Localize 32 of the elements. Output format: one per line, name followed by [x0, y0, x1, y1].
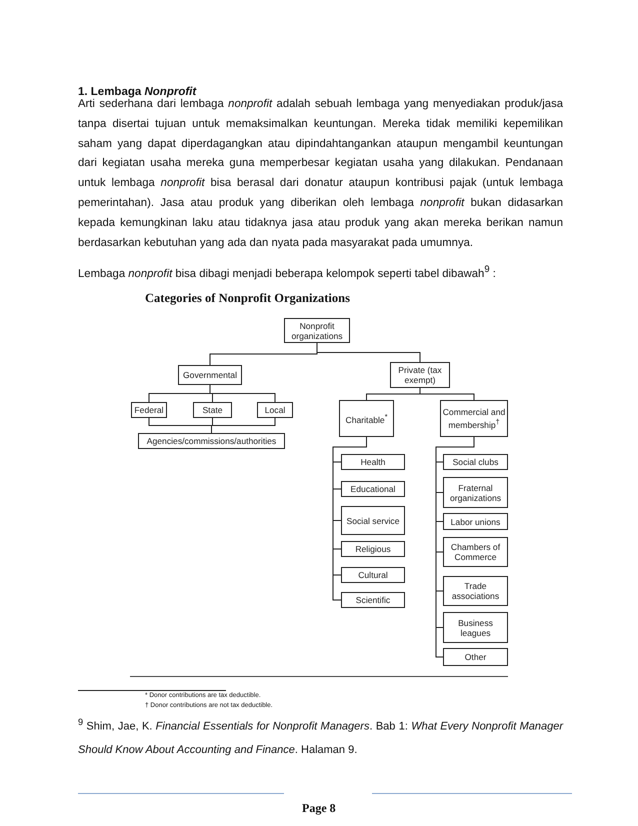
paragraph: Arti sederhana dari lembaga nonprofit adalah sebuah lembaga yang menyediakan produk/jasa tanpa disertai tujuan untuk memaksimalkan keuntungan. Mereka tidak memiliki kepemilikan saham yang dapat diperdagangkan atau dipindahtangankan ataupun mengambil keuntungan dari kegiatan usaha mereka guna memperbesar kegiatan usaha yang dilakukan. Pendanaan untuk lembaga nonprofit bisa berasal dari donatur ataupun kontribusi pajak (untuk lembaga pemerintahan). Jasa atau produk yang diberikan oleh lembaga nonprofit bukan didasarkan kepada kemungkinan laku atau tidaknya jasa atau produk yang akan mereka berikan namun berdasarkan kebutuhan yang ada dan nyata pada masyarakat pada umumnya.	[78, 98, 563, 251]
org-box: Business leagues	[443, 612, 508, 643]
org-box: Cultural	[341, 567, 405, 583]
org-box: Governmental	[178, 365, 242, 385]
org-box: Scientific	[341, 592, 405, 608]
org-box: Federal	[131, 402, 167, 418]
org-box: Nonprofit organizations	[284, 318, 350, 343]
paragraph: Lembaga nonprofit bisa dibagi menjadi beberapa kelompok seperti tabel dibawah$^{9}$ :	[78, 262, 497, 282]
org-box: Trade associations	[443, 576, 508, 606]
org-box: Social service	[341, 506, 405, 535]
chart-title: Categories of Nonprofit Organizations	[145, 291, 350, 306]
org-box: Chambers of Commerce	[443, 537, 508, 567]
connector-line	[332, 436, 367, 600]
footnote: $^{9}$ Shim, Jae, K. Financial Essentials for Nonprofit Managers. Bab 1: What Every Nonprofit Manager Should Know About Accounting and Finance. Halaman 9.	[78, 716, 563, 758]
org-box: Religious	[341, 541, 405, 557]
org-box: State	[193, 402, 232, 418]
org-box: Educational	[341, 481, 405, 497]
org-box: Social clubs	[443, 454, 508, 470]
org-box: Commercial and membership$^{†}$	[440, 400, 508, 437]
org-box: Agencies/commissions/authorities	[138, 433, 285, 449]
org-box: Private (tax exempt)	[390, 362, 450, 388]
org-box: Local	[257, 402, 293, 418]
connector-line	[211, 418, 276, 434]
org-box: Labor unions	[443, 513, 508, 530]
org-box: Fraternal organizations	[443, 477, 508, 508]
section-heading: 1. Lembaga Nonprofit	[78, 85, 198, 98]
connector-line	[316, 342, 420, 362]
page-number: Page 8	[302, 800, 336, 816]
connector-line	[420, 388, 474, 400]
org-box: Charitable$^{*}$	[339, 400, 394, 437]
org-box: Other	[443, 648, 508, 666]
org-box: Health	[341, 454, 405, 470]
